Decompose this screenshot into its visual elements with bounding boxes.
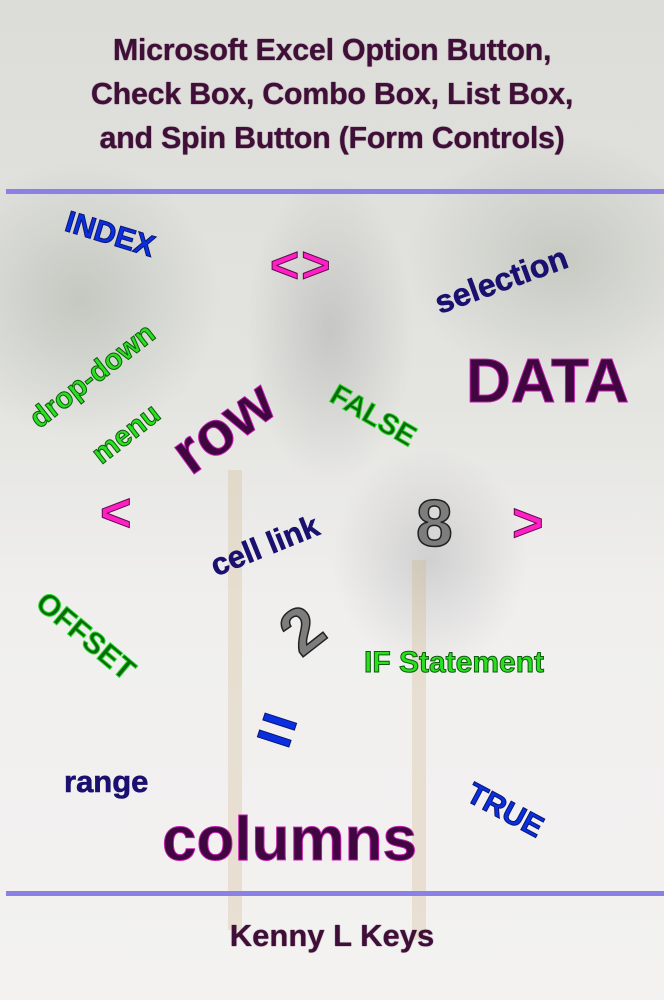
word-if-statement: IF Statement	[363, 646, 545, 680]
top-divider	[6, 189, 664, 194]
book-title: Microsoft Excel Option Button, Check Box…	[0, 28, 664, 160]
bottom-divider	[6, 891, 664, 896]
word-columns: columns	[162, 805, 418, 875]
chair-leg-left	[228, 470, 242, 930]
title-line-3: and Spin Button (Form Controls)	[99, 121, 565, 155]
title-line-1: Microsoft Excel Option Button,	[112, 33, 552, 67]
word-angle-brackets: <>	[269, 237, 333, 293]
author-name: Kenny L Keys	[229, 918, 435, 953]
chair-leg-right	[412, 560, 426, 940]
title-line-2: Check Box, Combo Box, List Box,	[90, 77, 574, 111]
word-range: range	[64, 764, 149, 800]
word-greater-than: >	[512, 493, 545, 553]
word-less-than: <	[100, 483, 133, 543]
word-eight: 8	[415, 486, 453, 560]
word-data: DATA	[466, 347, 630, 417]
